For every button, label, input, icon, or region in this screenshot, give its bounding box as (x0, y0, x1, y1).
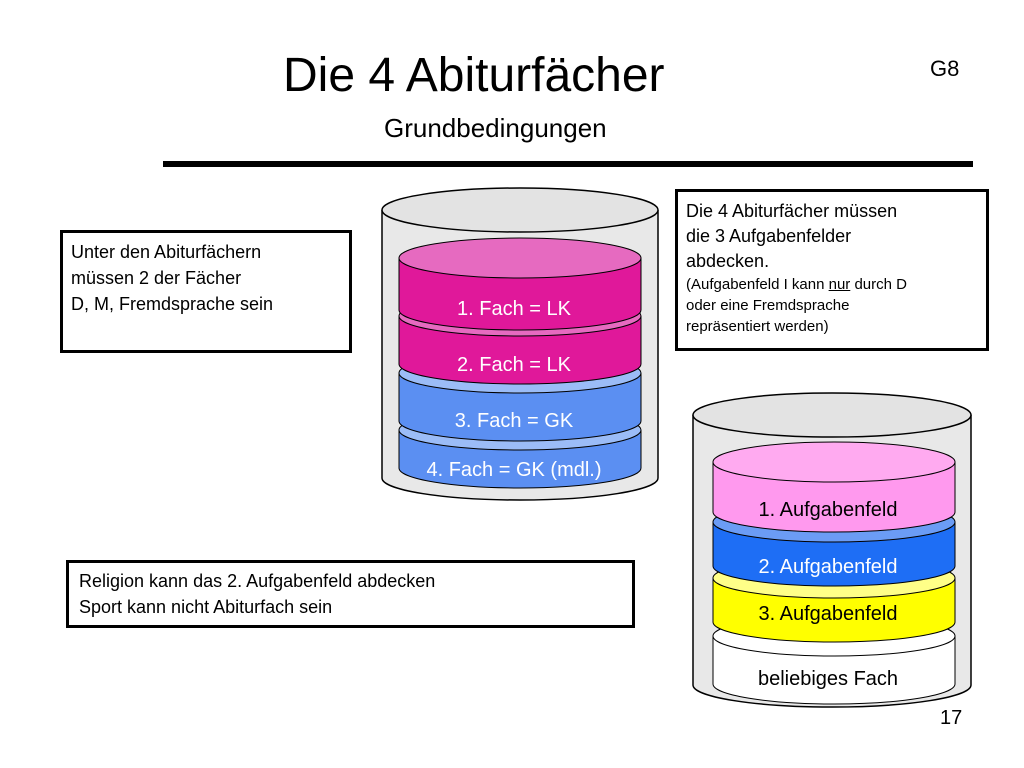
stack-layer-label: 3. Aufgabenfeld (758, 603, 897, 625)
rule-line: müssen 2 der Fächer (71, 268, 242, 288)
rule-line: Unter den Abiturfächern (71, 242, 262, 262)
slide-title: Die 4 Abiturfächer (283, 49, 665, 102)
stack-layer-top (398, 237, 642, 279)
stack-layer-label: 2. Aufgabenfeld (758, 556, 897, 578)
stack-layer-body (398, 258, 642, 331)
stack-layer-top (712, 441, 956, 483)
rule-line: die 3 Aufgabenfelder (686, 226, 852, 246)
stack-layer-label: 4. Fach = GK (mdl.) (426, 459, 601, 481)
aufgabenfelder-stack: beliebiges Fach 3. Aufgabenfeld 2. Aufgabe… (712, 441, 956, 705)
stack-layer: 1. Aufgabenfeld (712, 441, 956, 533)
rule-line: Religion kann das 2. Aufgabenfeld abdeck… (79, 571, 436, 591)
rule-box-exceptions: Religion kann das 2. Aufgabenfeld abdeck… (66, 560, 635, 628)
stack-layer-label: 1. Aufgabenfeld (758, 499, 897, 521)
rule-box-core-subjects: Unter den Abiturfächern müssen 2 der Fäc… (60, 230, 352, 353)
title-divider (163, 161, 973, 167)
rule-note-line: oder eine Fremdsprache (686, 297, 850, 314)
rule-line: abdecken. (686, 251, 770, 271)
stack-layer: 1. Fach = LK (398, 237, 642, 331)
rule-note-part: (Aufgabenfeld I kann (686, 276, 829, 293)
rule-line: Die 4 Abiturfächer müssen (686, 201, 898, 221)
slide-subtitle: Grundbedingungen (384, 113, 607, 143)
stack-layer-label: beliebiges Fach (758, 668, 898, 690)
faecher-stack: 4. Fach = GK (mdl.) 3. Fach = GK 2. Fach =… (398, 237, 642, 489)
stack-layer-label: 3. Fach = GK (455, 410, 574, 432)
rule-line: Sport kann nicht Abiturfach sein (79, 597, 333, 617)
g8-badge: G8 (930, 56, 960, 81)
stack-layer-label: 2. Fach = LK (457, 354, 572, 376)
rule-note: (Aufgabenfeld I kann nur durch D (686, 274, 978, 295)
rule-note-line: repräsentiert werden) (686, 318, 829, 335)
rule-box-fields: Die 4 Abiturfächer müssen die 3 Aufgaben… (675, 189, 989, 351)
rule-note-part: durch D (850, 276, 907, 293)
page-number: 17 (940, 707, 963, 729)
stack-layer-label: 1. Fach = LK (457, 298, 572, 320)
rule-note-emphasis: nur (828, 276, 851, 293)
rule-line: D, M, Fremdsprache sein (71, 294, 274, 314)
